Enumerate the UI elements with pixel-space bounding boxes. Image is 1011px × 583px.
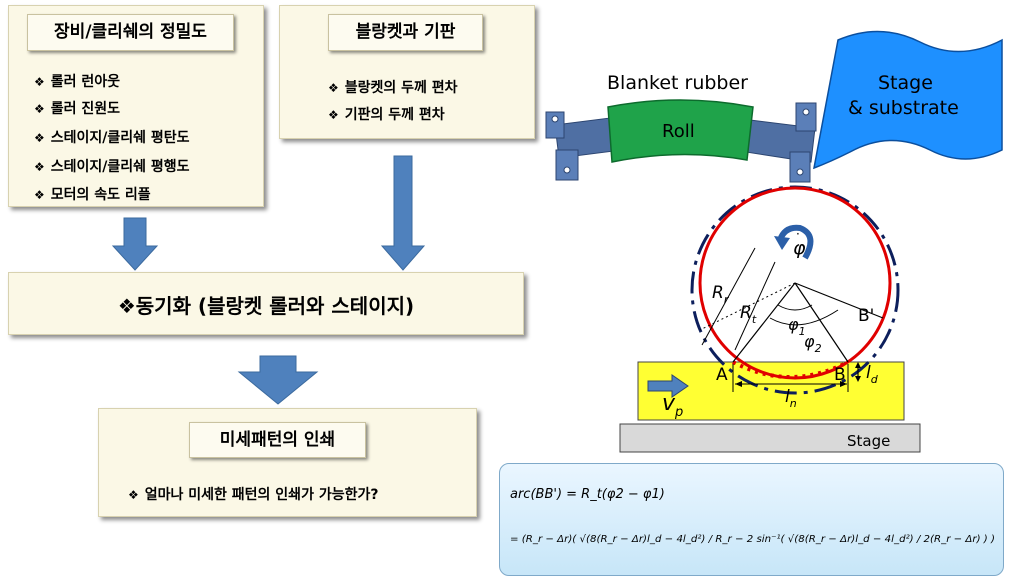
sync-box: ❖동기화 (블랑켓 롤러와 스테이지) bbox=[8, 272, 524, 335]
stage-block bbox=[619, 423, 921, 453]
b-prime-label: B' bbox=[858, 306, 874, 326]
left-bracket bbox=[545, 111, 615, 181]
diamond-bullet-icon: ❖ bbox=[34, 75, 45, 89]
precision-item-3: ❖스테이지/클리쉐 평탄도 bbox=[34, 130, 190, 146]
rt-label: Rt bbox=[740, 303, 757, 326]
roll-shape bbox=[607, 99, 754, 163]
rotation-arrow-icon bbox=[777, 224, 814, 260]
sync-label: ❖동기화 (블랑켓 롤러와 스테이지) bbox=[117, 294, 415, 318]
rr-label: Rr bbox=[712, 283, 730, 306]
velocity-arrow-icon bbox=[647, 374, 689, 398]
blanket-box-title: 블랑켓과 기판 bbox=[328, 14, 483, 51]
phi-label: φ bbox=[793, 237, 806, 259]
stage-label-line2: & substrate bbox=[848, 97, 959, 119]
precision-item-1: ❖롤러 런아웃 bbox=[34, 74, 121, 90]
diamond-bullet-icon: ❖ bbox=[328, 108, 339, 122]
contact-arc bbox=[732, 360, 849, 379]
phi2-label: φ2 bbox=[804, 332, 822, 355]
diamond-bullet-icon: ❖ bbox=[34, 102, 45, 116]
stage-label-line1: Stage bbox=[878, 72, 933, 94]
roll-label: Roll bbox=[662, 121, 695, 142]
stage-block-label: Stage bbox=[847, 432, 890, 450]
print-item-1: ❖얼마나 미세한 패턴의 인쇄가 가능한가? bbox=[128, 487, 379, 503]
precision-item-4: ❖스테이지/클리쉐 평행도 bbox=[34, 159, 190, 175]
vp-label: vp bbox=[662, 391, 683, 420]
stage-substrate-shape bbox=[813, 30, 1003, 170]
ln-label: ln bbox=[785, 387, 797, 410]
formula-box: arc(BB') = R_t(φ2 − φ1) = (R_r − Δr)( √(… bbox=[499, 463, 1004, 576]
diamond-bullet-icon: ❖ bbox=[34, 131, 45, 145]
diamond-bullet-icon: ❖ bbox=[34, 188, 45, 202]
b-label: B bbox=[834, 365, 846, 385]
diamond-bullet-icon: ❖ bbox=[128, 488, 139, 502]
formula-line-2: = (R_r − Δr)( √(8(R_r − Δr)l_d − 4l_d²) … bbox=[510, 534, 995, 545]
svg-text:·: · bbox=[796, 227, 800, 241]
blanket-rubber-label: Blanket rubber bbox=[607, 72, 748, 94]
print-box-title: 미세패턴의 인쇄 bbox=[189, 422, 366, 458]
phi1-label: φ1 bbox=[788, 315, 806, 338]
precision-item-5: ❖모터의 속도 리플 bbox=[34, 187, 151, 203]
blanket-item-1: ❖블랑켓의 두께 편차 bbox=[328, 80, 458, 96]
precision-item-2: ❖롤러 진원도 bbox=[34, 101, 121, 117]
diamond-bullet-icon: ❖ bbox=[328, 81, 339, 95]
precision-box-title: 장비/클리쉐의 정밀도 bbox=[27, 14, 234, 51]
formula-line-1: arc(BB') = R_t(φ2 − φ1) bbox=[510, 487, 665, 502]
blanket-item-2: ❖기판의 두께 편차 bbox=[328, 107, 445, 123]
a-label: A bbox=[716, 365, 728, 385]
ld-label: ld bbox=[866, 363, 879, 386]
diamond-bullet-icon: ❖ bbox=[34, 160, 45, 174]
